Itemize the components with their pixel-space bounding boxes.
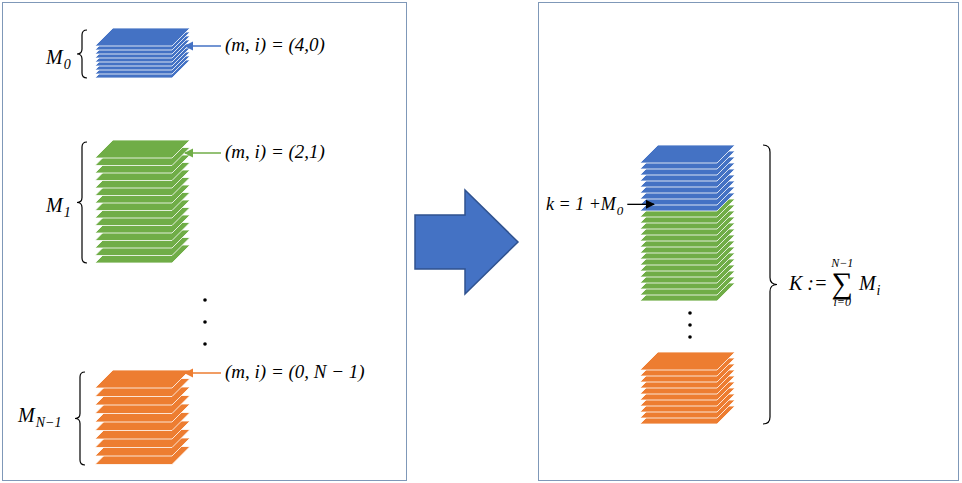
index-label: (m, i) = (4,0) xyxy=(225,34,325,56)
count-symbol: M xyxy=(601,194,616,215)
transform-arrow xyxy=(415,190,518,294)
dot xyxy=(688,323,692,327)
ellipsis-dots xyxy=(203,298,692,346)
leader-arrow xyxy=(185,152,221,153)
dot xyxy=(688,311,692,315)
count-subscript: 1 xyxy=(64,205,71,221)
right-panel xyxy=(539,3,959,481)
count-subscript: i xyxy=(877,283,881,299)
braces xyxy=(75,30,777,465)
layer-stack xyxy=(640,352,735,424)
leader-arrow xyxy=(185,372,221,373)
dot xyxy=(203,342,207,346)
left-panel xyxy=(3,3,407,481)
brace xyxy=(77,142,87,263)
count-subscript: 0 xyxy=(64,57,71,73)
layer xyxy=(95,370,190,388)
dot xyxy=(203,298,207,302)
layer-stack xyxy=(95,370,190,465)
sum-upper-limit: N−1 xyxy=(831,257,853,271)
count-subscript: 0 xyxy=(617,204,624,219)
brace xyxy=(77,30,87,78)
layer-stack xyxy=(640,199,735,301)
index-label: (m, i) = (0, N − 1) xyxy=(225,361,365,383)
leader-arrow xyxy=(627,204,654,205)
brace xyxy=(763,145,777,424)
layer xyxy=(95,28,190,46)
dot xyxy=(688,335,692,339)
total-label: K := xyxy=(789,272,828,295)
count-symbol: M xyxy=(46,194,63,217)
offset-label: k = 1 + xyxy=(546,194,601,215)
count-symbol: M xyxy=(46,46,63,69)
layer-stack xyxy=(95,140,190,263)
brace xyxy=(75,372,85,465)
count-symbol: M xyxy=(18,404,35,427)
layer xyxy=(640,145,735,163)
layer-stack xyxy=(640,145,735,211)
layer xyxy=(640,352,735,370)
layer-stack xyxy=(95,28,190,78)
leader-arrow xyxy=(627,204,654,205)
count-subscript: N−1 xyxy=(36,415,62,431)
index-label: (m, i) = (2,1) xyxy=(225,141,325,163)
count-symbol: M xyxy=(859,272,876,295)
sum-lower-limit: i=0 xyxy=(833,296,850,310)
layer xyxy=(95,140,190,158)
dot xyxy=(203,320,207,324)
leader-arrow xyxy=(185,45,221,46)
layer-stacks xyxy=(95,28,735,465)
